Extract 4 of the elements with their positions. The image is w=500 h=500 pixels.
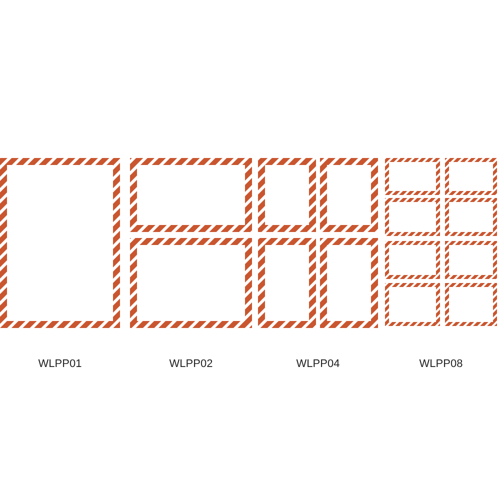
model-code: WLPP02 xyxy=(169,358,213,370)
model-code: WLPP04 xyxy=(296,358,340,370)
model-code: WLPP01 xyxy=(38,358,82,370)
model-code: WLPP08 xyxy=(419,358,463,370)
